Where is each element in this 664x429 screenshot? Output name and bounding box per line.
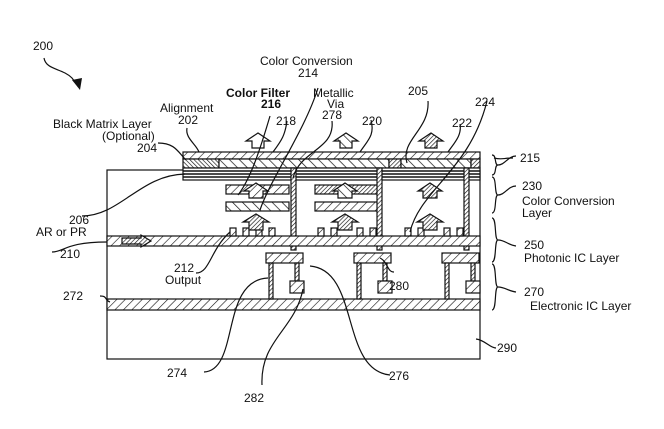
label-210: 210: [60, 247, 80, 261]
input-light-arrow: [121, 233, 153, 249]
label-272: 272: [63, 289, 83, 303]
label-204: 204: [137, 141, 157, 155]
label-212: 212: [174, 261, 194, 275]
label-black-matrix: Black Matrix Layer: [53, 117, 152, 131]
label-color-filter: Color Filter: [226, 86, 290, 100]
label-202: 202: [178, 113, 198, 127]
label-ar-pr: AR or PR: [36, 225, 87, 239]
label-output: Output: [165, 273, 202, 287]
label-optional: (Optional): [102, 129, 155, 143]
label-278: 278: [322, 108, 342, 122]
electronic-ic-layer-270: [106, 252, 481, 311]
layer-name-270: Electronic IC Layer: [530, 299, 631, 313]
layer-name-250: Photonic IC Layer: [524, 251, 619, 265]
figure-ref: 200: [33, 39, 53, 53]
metallic-vias: [290, 167, 470, 251]
label-metallic: Metallic: [313, 86, 354, 100]
layer-name-230: Color Conversion: [522, 194, 615, 208]
layer-ref-270: 270: [524, 285, 544, 299]
label-218: 218: [276, 114, 296, 128]
label-276: 276: [389, 369, 409, 383]
layer-ref-230: 230: [522, 179, 542, 193]
label-280: 280: [389, 279, 409, 293]
layer-ref-215: 215: [520, 151, 540, 165]
leader-lines: [51, 87, 514, 386]
layer-braces: [491, 154, 517, 311]
photonic-waveguide-210: [106, 227, 481, 249]
label-alignment: Alignment: [160, 101, 214, 115]
label-224: 224: [475, 95, 495, 109]
layer-ref-250: 250: [524, 238, 544, 252]
label-216: 216: [261, 97, 281, 111]
label-282: 282: [244, 391, 264, 405]
label-290: 290: [497, 341, 517, 355]
label-220: 220: [362, 114, 382, 128]
label-205: 205: [408, 84, 428, 98]
top-stack-215: [182, 151, 481, 181]
label-214: 214: [298, 66, 318, 80]
label-via: Via: [327, 97, 344, 111]
emission-arrows: [240, 132, 446, 231]
label-color-conversion: Color Conversion: [260, 54, 353, 68]
label-222: 222: [452, 116, 472, 130]
label-206: 206: [69, 213, 89, 227]
layer-name2-230: Layer: [522, 206, 552, 220]
label-274: 274: [167, 366, 187, 380]
figure-ref-arrow: [43, 57, 82, 90]
